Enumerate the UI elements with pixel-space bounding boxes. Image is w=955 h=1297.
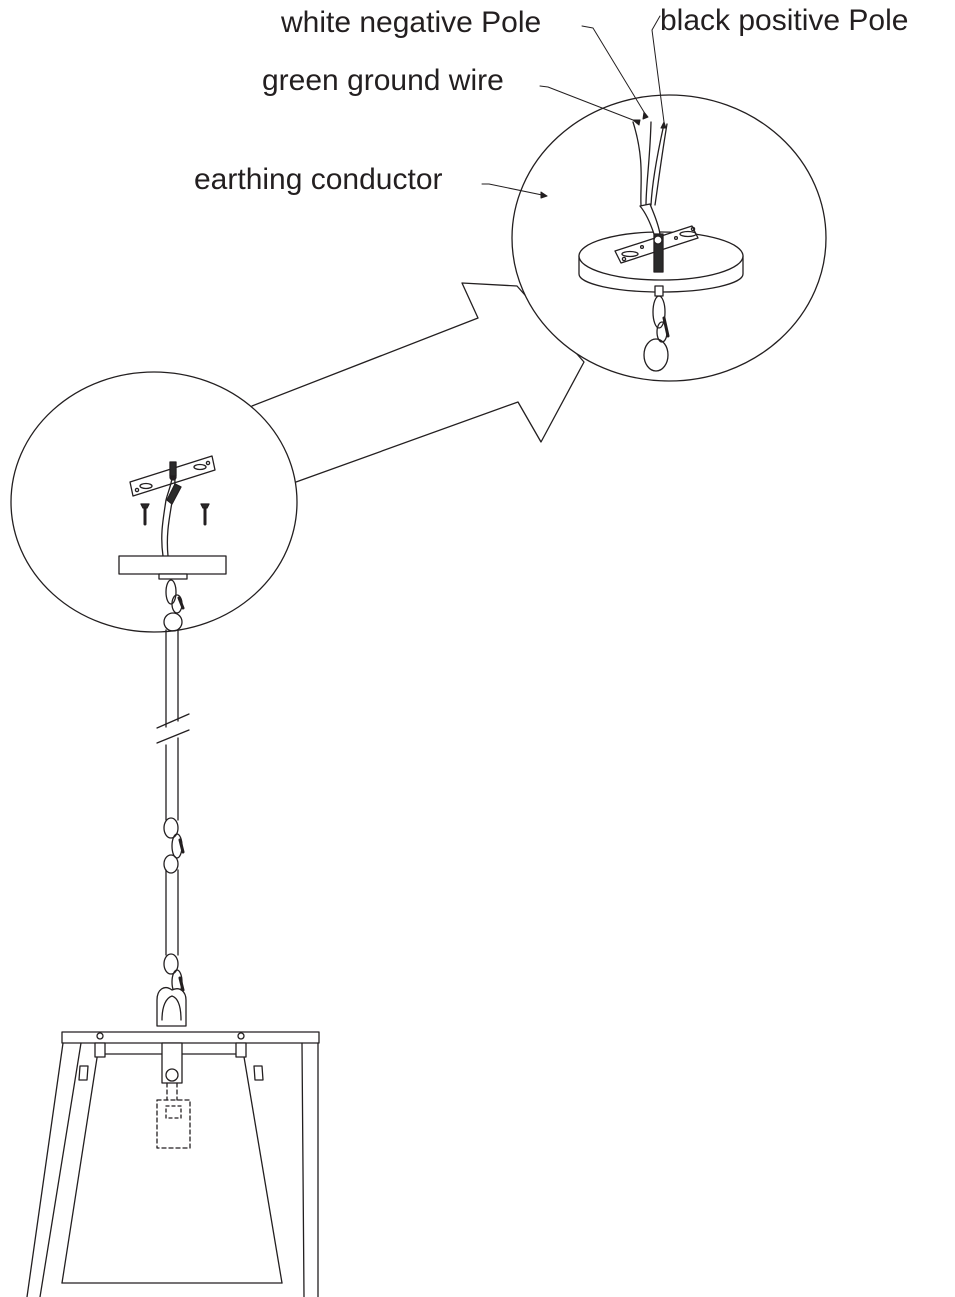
lantern-shade: [26, 1031, 320, 1297]
label-white-negative-pole: white negative Pole: [281, 6, 542, 39]
magnify-arrow: [251, 282, 585, 483]
label-earthing-conductor: earthing conductor: [194, 163, 443, 196]
screw-right: [200, 503, 210, 526]
suspension-rod: [156, 629, 190, 956]
leader-lines: [481, 15, 667, 199]
mounting-bracket: [129, 455, 216, 497]
detail-circle-small: [10, 371, 298, 633]
screw-left: [140, 503, 150, 526]
label-green-ground-wire: green ground wire: [262, 64, 504, 97]
chain-links-middle: [163, 817, 185, 874]
wire-bundle-small: [161, 477, 182, 557]
wire-bundle-large: [632, 121, 668, 235]
shackle: [156, 986, 187, 1027]
chain-large: [643, 285, 670, 372]
canopy-small: [118, 555, 227, 575]
canopy-large: [578, 225, 744, 293]
socket-assembly: [156, 1042, 191, 1149]
label-black-positive-pole: black positive Pole: [660, 4, 909, 37]
chain-small: [163, 579, 185, 632]
